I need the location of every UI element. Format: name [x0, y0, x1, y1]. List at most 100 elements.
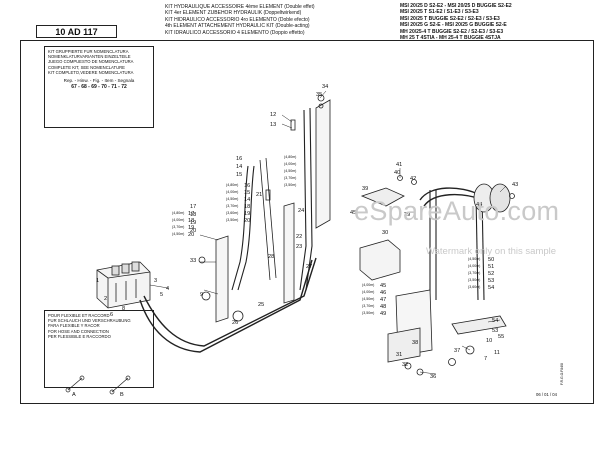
hose-ref: 18: [188, 218, 194, 224]
hose-length: (3,70m): [284, 176, 296, 180]
title-block: KIT HYDRAULIQUE ACCESSOIRE 4ème ELEMENT …: [165, 4, 315, 36]
callout-label: 36: [430, 374, 436, 380]
hose-item-b: B: [120, 392, 124, 398]
hose-legend-line: FOR HOSE AND CONNECTION: [48, 328, 109, 334]
callout-label: 17: [190, 204, 196, 210]
cylinder-assembly: [359, 183, 511, 376]
support-bracket: [215, 99, 331, 323]
hose-length: (3,50m): [362, 311, 374, 315]
title-line: KIT HYDRAULIQUE ACCESSOIRE 4ème ELEMENT …: [165, 4, 315, 10]
callout-label: 7: [484, 356, 487, 362]
fittings: [198, 94, 515, 322]
hose-length: (3,50m): [226, 218, 238, 222]
callout-label: 5: [160, 292, 163, 298]
hose-ref: 17: [188, 211, 194, 217]
callout-label: 34: [322, 84, 328, 90]
callout-label: 25: [258, 302, 264, 308]
hose-length: (4,80m): [172, 211, 184, 215]
callout-label: 27: [306, 264, 312, 270]
callout-label: 6: [110, 312, 113, 318]
callout-label: 20: [190, 228, 196, 234]
callout-label: 13: [270, 122, 276, 128]
hose-ref: 52: [488, 271, 494, 277]
hose-ref: 20: [244, 218, 250, 224]
hose-legend-line: FUR SCHLAUCH UND VERSCHRAUBUNG: [48, 318, 131, 324]
model-line: MSI 20/25 T BUGGIE S2-E2 / S2-E3 / S3-E3: [400, 15, 500, 22]
title-line: KIT 4er ELEMENT ZUBEHOR HYDRAULIK (Doppe…: [165, 10, 302, 17]
model-list: MSI 20/25 D S2-E2 - MSI 20/25 D BUGGIE S…: [400, 3, 512, 41]
legend-line: COMPLETE KIT, SEE NOMENCLATURE: [48, 64, 125, 70]
callout-label: 39: [362, 186, 368, 192]
hose-length: (3,50m): [284, 183, 296, 187]
hose-legend-box: POUR FLEXIBLE ET RACCORD FUR SCHLAUCH UN…: [44, 310, 154, 388]
callout-label: 37: [454, 348, 460, 354]
hose-length: (3,70m): [226, 204, 238, 208]
hose-pictograms: [65, 375, 131, 395]
hose-ref: 18: [244, 204, 250, 210]
hose-ref: 45: [380, 283, 386, 289]
callout-label: 28: [268, 254, 274, 260]
hose-length: (4,50m): [172, 232, 184, 236]
hose-ref: 49: [380, 311, 386, 317]
hose-length: (4,00m): [468, 264, 480, 268]
legend-columns: Rep. - Hinw. - Fig. - Item - Segnala: [63, 78, 135, 84]
hose-length: (3,50m): [468, 278, 480, 282]
hose-ref: 14: [244, 197, 250, 203]
legend-line: JUEGO COMPUESTO DE NOMENCLATURA: [48, 59, 134, 65]
legend-line: KIT COMPLETO,VEDERE NOMENCLATURA: [48, 69, 134, 75]
callout-label: 11: [494, 350, 500, 356]
callout-label: 12: [270, 112, 276, 118]
hose-length: (3,70m): [362, 304, 374, 308]
hose-length: (3,70m): [468, 271, 480, 275]
callout-label: 24: [298, 208, 304, 214]
model-line: MSI 20/25 G S2-E - MSI 20/25 G BUGGIE S2…: [400, 22, 507, 29]
callout-label: 16: [236, 156, 242, 162]
hose-ref: 48: [380, 304, 386, 310]
legend-numbers: 67 - 68 - 69 - 70 - 71 - 72: [71, 84, 127, 91]
hose-length: (4,50m): [284, 169, 296, 173]
callout-label: 2: [104, 296, 107, 302]
callout-label: 9: [200, 292, 203, 298]
callout-label: 45: [350, 210, 356, 216]
hose-legend-line: PER FLESSIBILE E RACCORDO: [48, 333, 111, 339]
callout-label: 43: [512, 182, 518, 188]
hose-ref: 53: [488, 278, 494, 284]
callout-label: 54: [492, 318, 498, 324]
callout-label: 23: [296, 244, 302, 250]
callout-label: 4: [166, 286, 169, 292]
hose-length: (4,80m): [284, 155, 296, 159]
callout-label: 31: [396, 352, 402, 358]
valve-block: [96, 261, 151, 309]
steel-pipes: [231, 107, 485, 301]
hose-item-a: A: [72, 392, 76, 398]
model-line: MH 20/25-4 T BUGGIE S2-E2 / S2-E3 / S3-E…: [400, 28, 504, 35]
callout-label: 8: [122, 306, 125, 312]
hose-ref: 51: [488, 264, 494, 270]
callout-label: 40: [394, 170, 400, 176]
callout-label: 1: [96, 278, 99, 284]
hose-length: (4,50m): [226, 197, 238, 201]
callout-label: 10: [486, 338, 492, 344]
callout-label: 14: [236, 164, 242, 170]
title-line: KIT HIDRAULICO ACCESSORIO 4ro ELEMENTO (…: [165, 16, 310, 23]
model-line: MSI 20/25 D S2-E2 - MSI 20/25 D BUGGIE S…: [400, 3, 512, 9]
hose-legend-line: PARA FLEXIBLE Y RACOR: [48, 323, 100, 329]
callout-label: 29: [404, 212, 410, 218]
hose-length: (4,00m): [172, 218, 184, 222]
callout-label: 21: [256, 192, 262, 198]
hose-length: (3,60m): [226, 211, 238, 215]
title-line: KIT IDRAULICO ACCESSORIO 4 ELEMENTO (Dop…: [165, 29, 305, 36]
leader-lines: [149, 90, 507, 375]
callout-label: 3: [154, 278, 157, 284]
hose-legend-line: POUR FLEXIBLE ET RACCORD: [48, 313, 110, 318]
model-line: MSI 20/25 T S1-E2 / S1-E3 / S3-E3: [400, 9, 479, 16]
hose-length: (3,70m): [172, 225, 184, 229]
hose-ref: 19: [188, 225, 194, 231]
callout-label: 42: [410, 176, 416, 182]
callout-label: 55: [498, 334, 504, 340]
callout-label: 33: [190, 258, 196, 264]
hose-ref: 15: [244, 190, 250, 196]
callout-label: 53: [492, 328, 498, 334]
hose-ref: 54: [488, 285, 494, 291]
